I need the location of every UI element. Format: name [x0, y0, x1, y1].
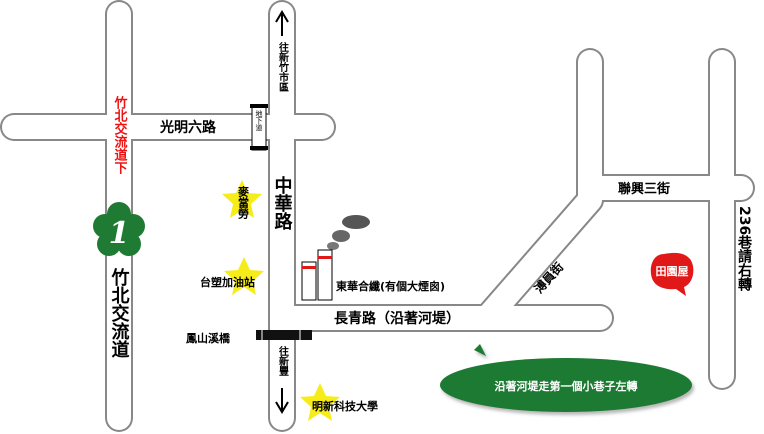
hint-text: 沿著河堤走第一個小巷子左轉: [495, 379, 638, 393]
arrow-up-icon: [275, 10, 289, 36]
fengshanxi-bridge-label: 鳳山溪橋: [186, 331, 231, 345]
hint-bubble: [440, 344, 692, 412]
lane-236-label: 236巷請右轉: [736, 206, 753, 293]
road-fills: [2, 2, 753, 430]
star-icon: [222, 180, 262, 218]
guangming-6th-road-label: 光明六路: [159, 119, 217, 136]
star-icon: [224, 257, 264, 295]
formosa-gas-station-label: 台塑加油站: [200, 275, 255, 289]
to-xinzhu-city-label: 往新竹市區: [277, 41, 290, 92]
destination-label: 田園屋: [656, 265, 689, 278]
mingxin-university-label: 明新科技大學: [312, 399, 378, 413]
to-xinfeng-label: 往新豐: [277, 345, 289, 376]
dongua-textile-label: 東華合纖(有個大煙囪): [336, 279, 445, 293]
zhonghua-road-label: 中華路: [272, 175, 293, 231]
underpass-marker: 地下道: [250, 104, 268, 151]
clover-icon: 1: [93, 202, 145, 256]
lianxing-3rd-street-label: 聯興三街: [618, 181, 670, 197]
bridge-marker: [256, 330, 312, 340]
underpass-label: 地下道: [255, 109, 263, 132]
arrow-down-icon: [275, 388, 289, 414]
star-icon: [300, 383, 340, 421]
changqing-road-label: 長青路（沿著河堤）: [334, 310, 460, 327]
mcdonalds-label: 麥當勞: [237, 185, 251, 220]
zhubei-interchange-label: 竹北交流道: [109, 267, 131, 358]
zhubei-interchange-down-label: 竹北交流道下: [112, 95, 129, 175]
interchange-number: 1: [109, 216, 130, 251]
chimney-icon: [301, 215, 370, 301]
speech-bubble-icon: 田園屋: [650, 252, 694, 296]
